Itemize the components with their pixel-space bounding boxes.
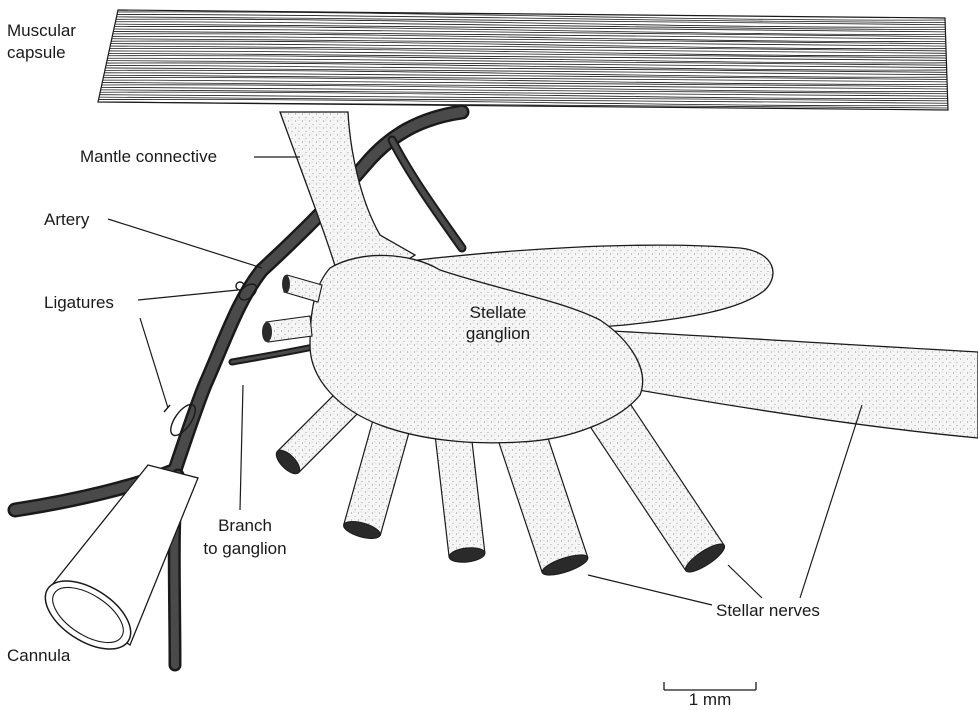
- label-stellar-nerves: Stellar nerves: [716, 600, 820, 621]
- label-muscular-capsule-line2: capsule: [7, 42, 66, 63]
- label-scale-bar: 1 mm: [664, 689, 756, 710]
- label-stellate-ganglion-line2: ganglion: [448, 323, 548, 344]
- large-nerve-right: [590, 330, 978, 438]
- stellar-nerve-4: [497, 422, 588, 572]
- label-mantle-connective: Mantle connective: [80, 146, 217, 167]
- label-cannula: Cannula: [7, 645, 70, 666]
- label-branch-to-ganglion-line2: to ganglion: [190, 538, 300, 559]
- label-artery: Artery: [44, 209, 89, 230]
- stellar-nerve-5: [591, 402, 724, 570]
- label-muscular-capsule-line1: Muscular: [7, 20, 76, 41]
- label-branch-to-ganglion-line1: Branch: [190, 515, 300, 536]
- muscular-capsule: [98, 10, 948, 110]
- label-stellate-ganglion-line1: Stellate: [448, 302, 548, 323]
- label-ligatures: Ligatures: [44, 292, 114, 313]
